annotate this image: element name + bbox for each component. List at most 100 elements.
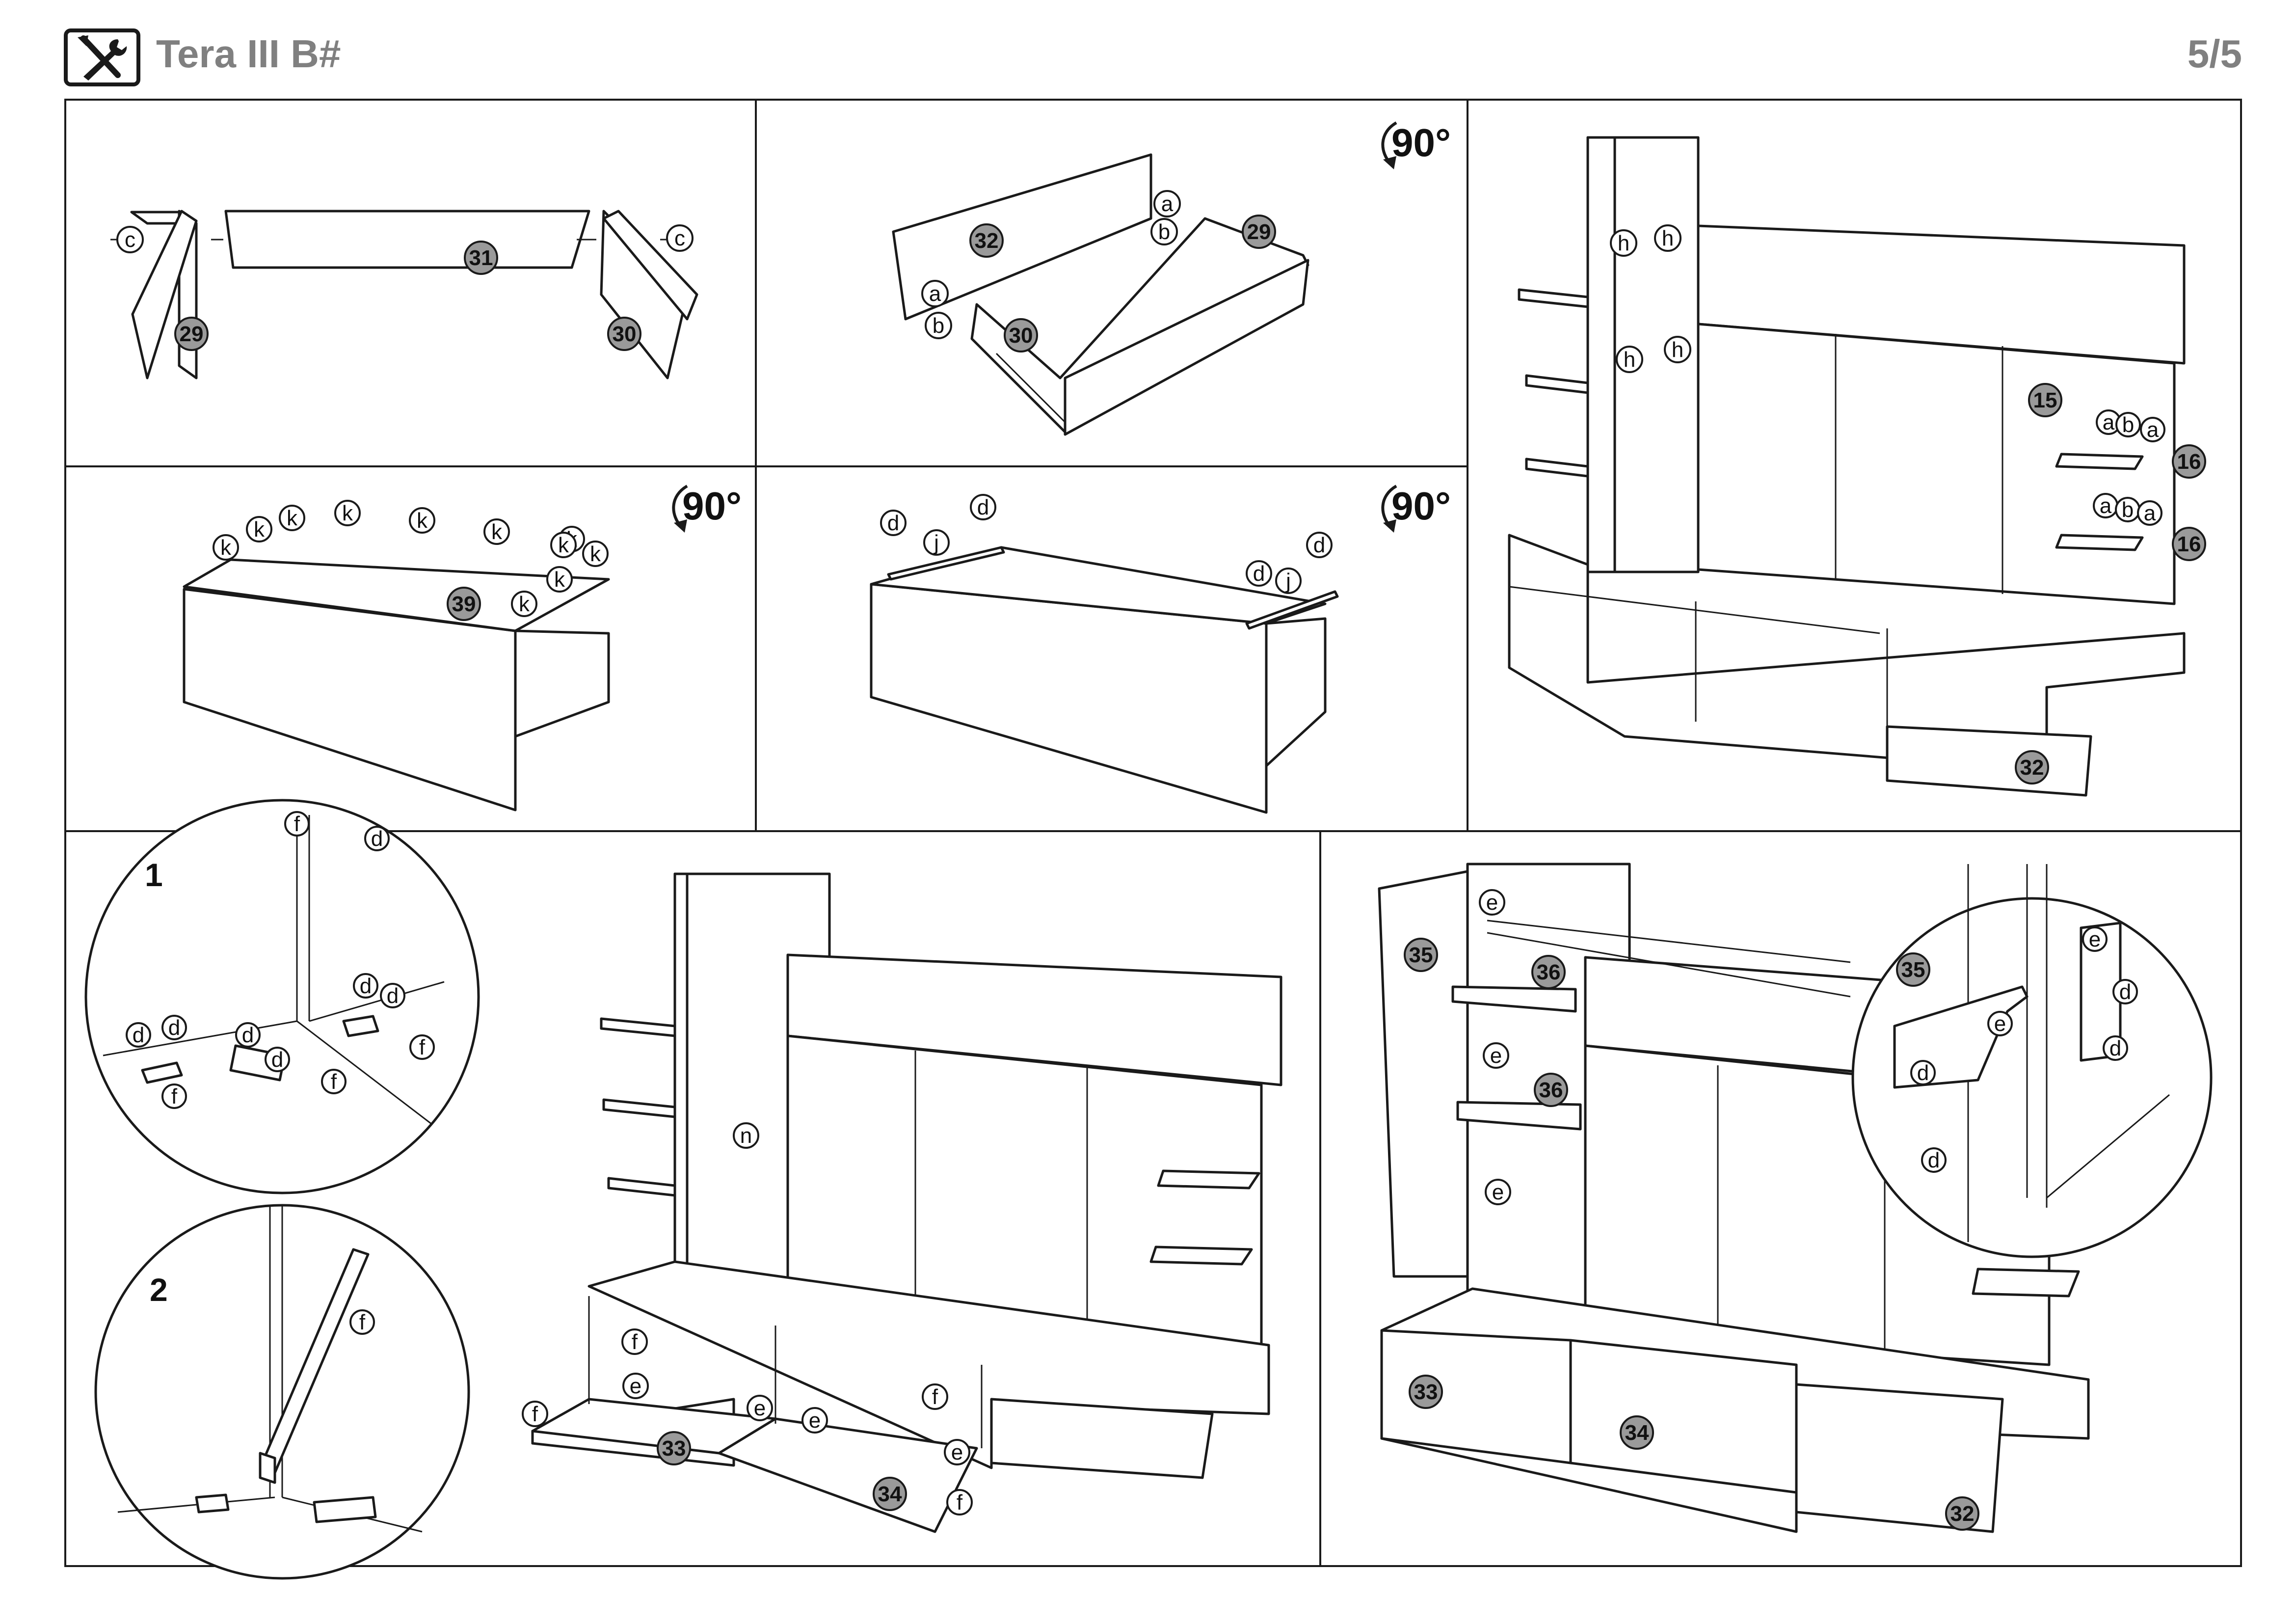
panel-6-drawing xyxy=(531,872,1282,1533)
svg-text:f: f xyxy=(171,1084,178,1109)
svg-text:e: e xyxy=(1486,891,1498,915)
fitting-label: d xyxy=(1910,1060,1936,1085)
svg-text:e: e xyxy=(630,1374,641,1398)
fitting-label: d xyxy=(880,510,907,536)
fitting-label: d xyxy=(161,1015,187,1040)
svg-text:36: 36 xyxy=(1537,960,1561,984)
fitting-label: f xyxy=(284,811,310,837)
svg-text:k: k xyxy=(590,542,601,566)
fitting-label: k xyxy=(409,507,435,534)
fitting-label: h xyxy=(1616,346,1643,373)
svg-text:e: e xyxy=(2089,927,2101,951)
svg-text:d: d xyxy=(371,827,383,851)
part-label: 16 xyxy=(2172,444,2206,479)
svg-text:k: k xyxy=(519,592,530,616)
svg-text:k: k xyxy=(287,506,298,530)
svg-text:a: a xyxy=(2147,418,2159,442)
page-header: Tera III B# 5/5 xyxy=(0,0,2296,98)
svg-text:15: 15 xyxy=(2033,388,2057,412)
fitting-label: f xyxy=(946,1489,973,1516)
fitting-label: d xyxy=(1921,1147,1947,1173)
svg-text:e: e xyxy=(1994,1012,2006,1036)
fitting-label: a xyxy=(1153,190,1181,217)
document-title: Tera III B# xyxy=(156,32,341,76)
svg-text:k: k xyxy=(254,517,265,541)
fitting-label: e xyxy=(1483,1042,1509,1069)
fitting-label: j xyxy=(923,529,950,556)
panel-5-labels: d d j d d j xyxy=(880,494,1333,594)
svg-text:f: f xyxy=(532,1402,538,1426)
fitting-label: b xyxy=(2115,412,2141,437)
fitting-label: d xyxy=(364,826,390,851)
svg-text:c: c xyxy=(674,226,685,250)
fitting-label: f xyxy=(349,1309,375,1335)
svg-text:k: k xyxy=(342,501,353,525)
svg-text:k: k xyxy=(491,520,503,544)
svg-text:h: h xyxy=(1672,338,1683,362)
fitting-label: h xyxy=(1610,229,1637,257)
svg-text:a: a xyxy=(1161,192,1174,216)
svg-text:k: k xyxy=(220,536,232,560)
svg-text:e: e xyxy=(754,1396,766,1420)
svg-text:f: f xyxy=(359,1310,366,1334)
svg-text:k: k xyxy=(558,533,569,557)
part-label: 36 xyxy=(1531,955,1566,989)
part-label: 33 xyxy=(657,1431,691,1465)
panel-3-drawing xyxy=(1508,136,2186,797)
panel-3-labels: 15 16 16 32 h h h h a b a a b a xyxy=(1610,224,2206,785)
fitting-label: h xyxy=(1654,224,1682,252)
rotate-90-mark-1: 90° xyxy=(1381,121,1451,169)
fitting-label: k xyxy=(582,541,609,567)
svg-text:d: d xyxy=(1928,1148,1940,1172)
svg-text:d: d xyxy=(2119,980,2131,1004)
fitting-label: d xyxy=(970,494,996,520)
svg-text:30: 30 xyxy=(613,322,637,346)
panel-6-detail-2 xyxy=(94,1204,470,1580)
fitting-label: e xyxy=(944,1439,970,1465)
svg-text:90°: 90° xyxy=(1391,121,1451,164)
fitting-label: k xyxy=(511,591,537,617)
fitting-label: d xyxy=(235,1022,261,1048)
svg-text:90°: 90° xyxy=(682,484,742,528)
fitting-label: a xyxy=(921,280,949,307)
svg-text:n: n xyxy=(740,1124,752,1148)
fitting-label: d xyxy=(1306,532,1333,558)
fitting-label: d xyxy=(380,983,405,1008)
panel-1-labels: 29 30 31 c c xyxy=(116,224,694,351)
panel-4-labels: 39 k k k k k k k k k k k xyxy=(213,500,609,621)
part-label: 15 xyxy=(2028,383,2062,417)
part-label: 29 xyxy=(174,317,209,351)
part-label: 36 xyxy=(1534,1073,1568,1107)
svg-text:29: 29 xyxy=(180,322,204,346)
fitting-label: d xyxy=(2103,1035,2128,1061)
svg-text:d: d xyxy=(2109,1036,2121,1060)
part-label: 32 xyxy=(1945,1496,1979,1531)
svg-text:32: 32 xyxy=(975,229,999,253)
svg-text:f: f xyxy=(331,1070,337,1094)
part-label: 34 xyxy=(873,1477,907,1511)
part-label: 29 xyxy=(1242,215,1276,249)
fitting-label: e xyxy=(622,1373,649,1399)
svg-text:e: e xyxy=(1490,1044,1502,1068)
svg-text:d: d xyxy=(242,1023,254,1047)
svg-text:33: 33 xyxy=(1414,1380,1438,1404)
fitting-label: d xyxy=(2112,979,2138,1004)
svg-text:34: 34 xyxy=(878,1482,902,1506)
panel-2-drawing xyxy=(892,153,1309,436)
svg-text:k: k xyxy=(417,509,428,533)
fitting-label: k xyxy=(246,516,272,542)
panel-2-labels: 32 29 30 a b a b xyxy=(921,190,1276,352)
fitting-label: h xyxy=(1664,336,1691,363)
panel-6-labels: 33 34 f d d d f d d d d f f f n f e e e … xyxy=(126,811,973,1516)
svg-text:30: 30 xyxy=(1009,324,1033,348)
svg-text:b: b xyxy=(2122,498,2134,522)
svg-text:e: e xyxy=(809,1408,821,1433)
fitting-label: k xyxy=(213,534,239,561)
fitting-label: d xyxy=(353,973,378,999)
fitting-label: d xyxy=(265,1047,290,1072)
svg-text:e: e xyxy=(1492,1180,1504,1204)
fitting-label: k xyxy=(550,532,577,558)
svg-text:31: 31 xyxy=(469,246,493,270)
fitting-label: e xyxy=(1987,1011,2013,1036)
